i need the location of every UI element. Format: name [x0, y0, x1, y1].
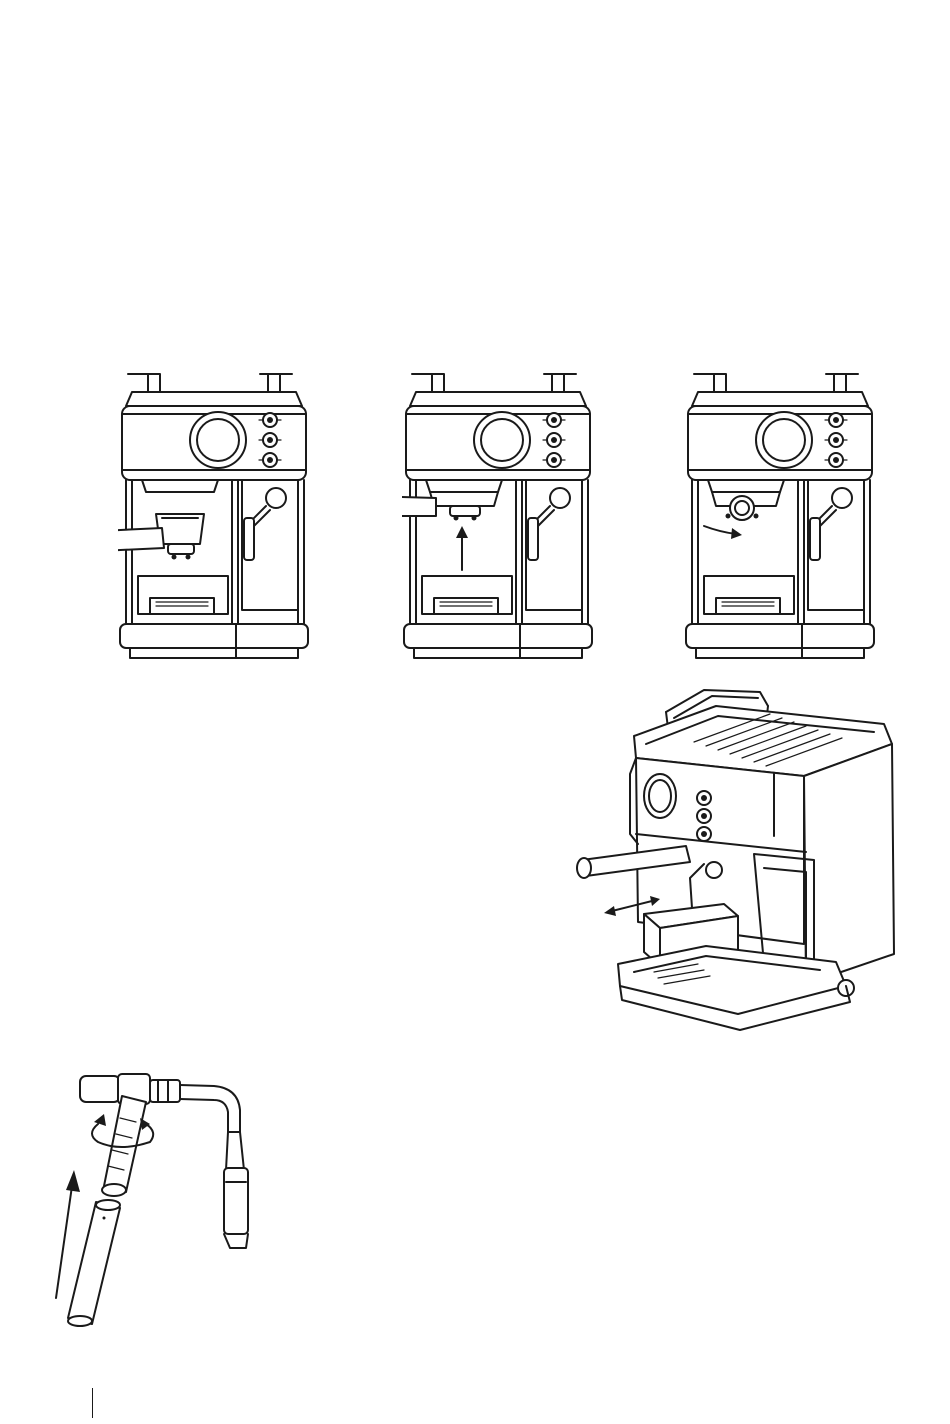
step-attach-frothing-sleeve-figure: [46, 1062, 286, 1362]
step-remove-drip-tray-figure: [574, 684, 904, 1034]
step-raise-filter-holder-figure: [402, 366, 602, 666]
page-margin-line: [92, 1388, 93, 1418]
step-lock-filter-holder-figure: [684, 366, 884, 666]
step-insert-filter-holder-figure: [118, 366, 318, 666]
